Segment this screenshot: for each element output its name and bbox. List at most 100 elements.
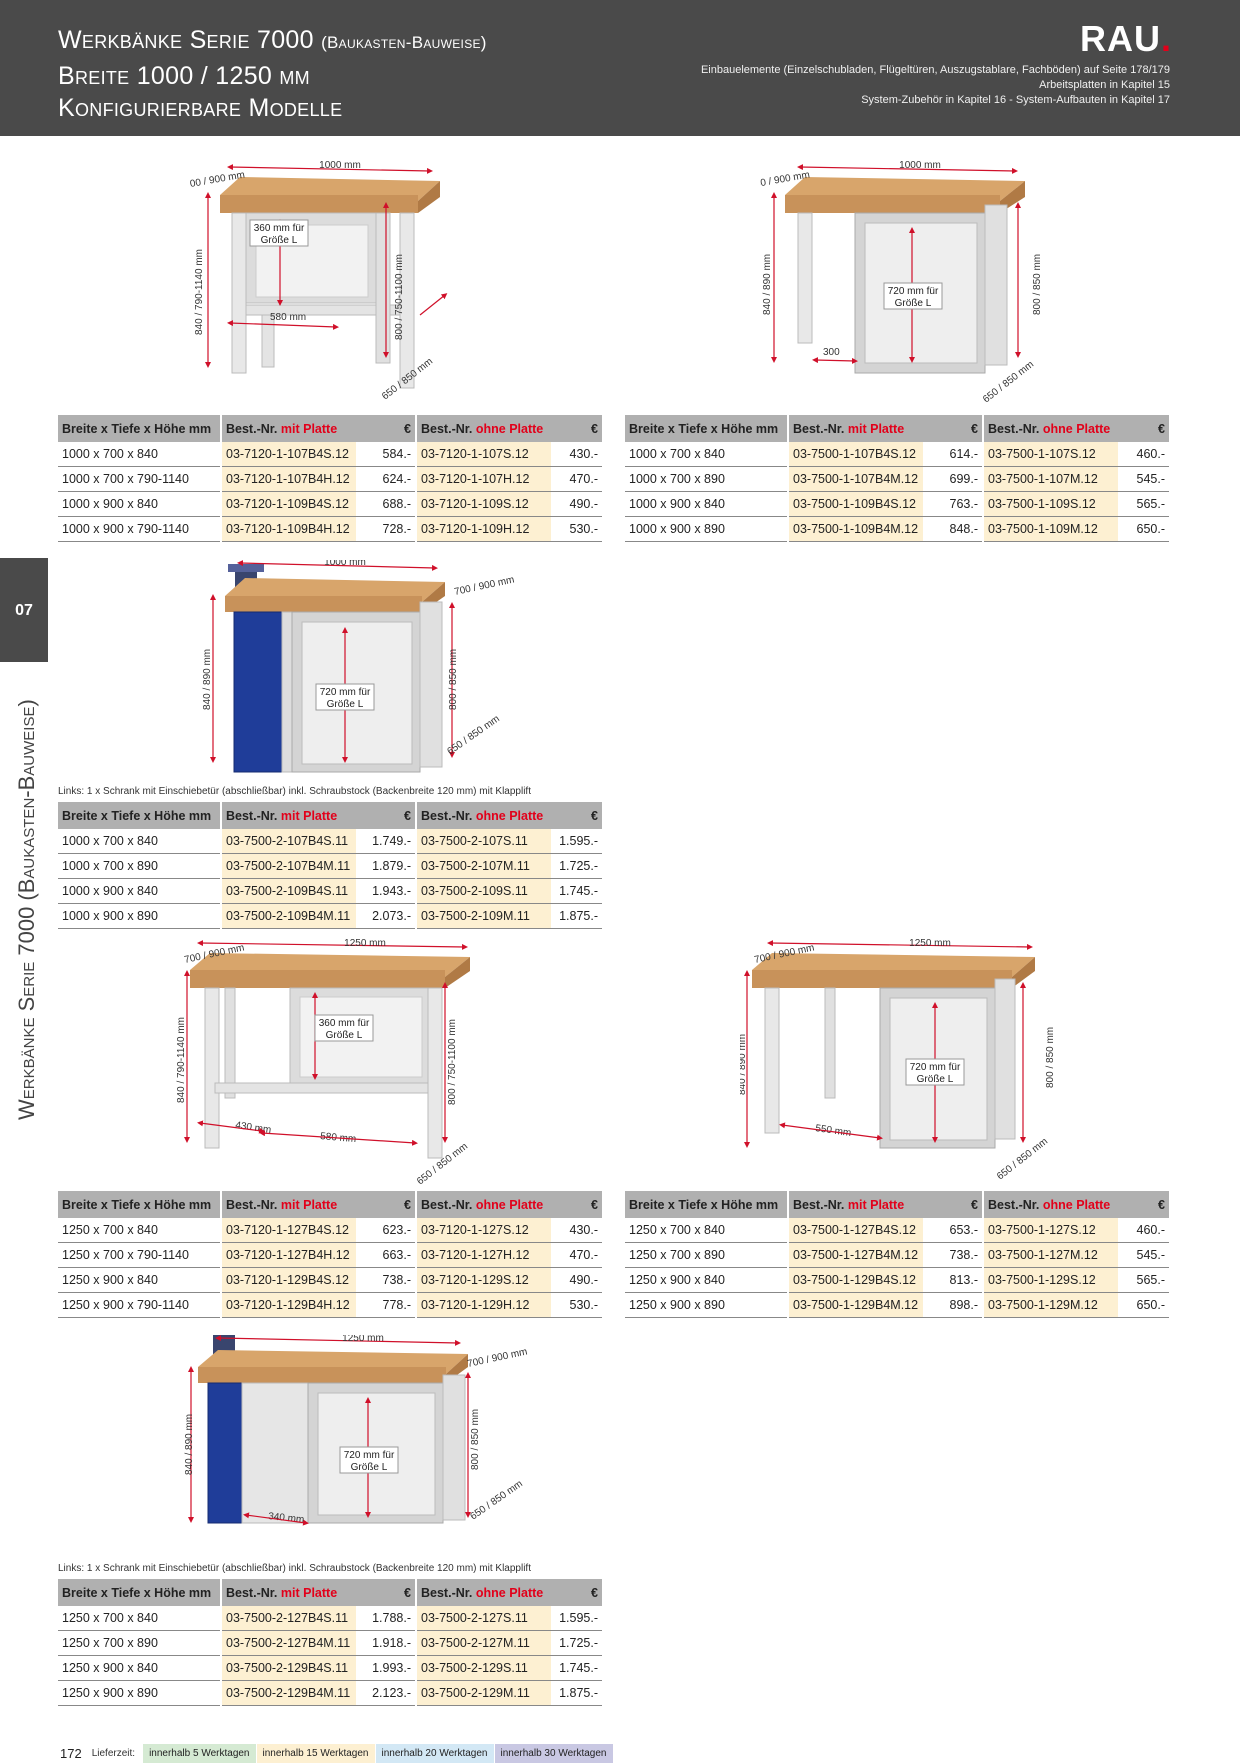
cell-price-ohne: 650.- bbox=[1118, 516, 1169, 542]
bench-1250-vise-image: 1250 mm 700 / 900 mm 840 / 890 mm 720 mm… bbox=[178, 1335, 548, 1535]
svg-text:800 / 850 mm: 800 / 850 mm bbox=[470, 1409, 481, 1470]
svg-text:300: 300 bbox=[823, 347, 840, 358]
cell-price-mit: 699.- bbox=[923, 466, 983, 492]
cell-price-mit: 848.- bbox=[923, 516, 983, 542]
svg-text:720 mm für: 720 mm für bbox=[910, 1062, 961, 1073]
cell-order-ohne: 03-7500-1-109S.12 bbox=[982, 491, 1118, 517]
chapter-tab: 07 bbox=[0, 558, 48, 662]
cell-price-ohne: 1.725.- bbox=[551, 1630, 602, 1656]
svg-text:840 / 890 mm: 840 / 890 mm bbox=[762, 254, 773, 315]
col-best-mit: Best.-Nr. mit Platte bbox=[220, 415, 356, 442]
cell-order-mit: 03-7500-1-127B4M.12 bbox=[787, 1242, 923, 1268]
cell-price-ohne: 430.- bbox=[551, 1218, 602, 1243]
cell-order-ohne: 03-7120-1-107H.12 bbox=[415, 466, 551, 492]
cell-order-mit: 03-7500-2-107B4S.11 bbox=[220, 829, 356, 854]
cell-order-mit: 03-7500-2-127B4S.11 bbox=[220, 1606, 356, 1631]
cell-price-ohne: 530.- bbox=[551, 516, 602, 542]
price-table-bench-1000-shelf: Breite x Tiefe x Höhe mm Best.-Nr. mit P… bbox=[58, 415, 602, 542]
cell-price-ohne: 1.595.- bbox=[551, 1606, 602, 1631]
svg-text:840 / 890 mm: 840 / 890 mm bbox=[184, 1414, 195, 1475]
cell-price-mit: 738.- bbox=[923, 1242, 983, 1268]
header-info-2: Arbeitsplatten in Kapitel 15 bbox=[1039, 79, 1170, 91]
cell-order-mit: 03-7500-1-127B4S.12 bbox=[787, 1218, 923, 1243]
cell-price-mit: 1.749.- bbox=[356, 829, 416, 854]
svg-text:720 mm für: 720 mm für bbox=[344, 1450, 395, 1461]
cell-price-ohne: 1.745.- bbox=[551, 878, 602, 904]
cell-price-mit: 623.- bbox=[356, 1218, 416, 1243]
cell-price-mit: 584.- bbox=[356, 442, 416, 467]
cell-price-mit: 1.943.- bbox=[356, 878, 416, 904]
page-footer: 172 Lieferzeit: innerhalb 5 Werktagen in… bbox=[60, 1742, 614, 1764]
cell-price-ohne: 430.- bbox=[551, 442, 602, 467]
svg-text:840 / 890 mm: 840 / 890 mm bbox=[740, 1034, 748, 1095]
price-table-bench-1250-vise: Breite x Tiefe x Höhe mm Best.-Nr. mit P… bbox=[58, 1579, 602, 1706]
cell-price-mit: 614.- bbox=[923, 442, 983, 467]
cell-price-mit: 763.- bbox=[923, 491, 983, 517]
svg-text:Größe L: Größe L bbox=[327, 699, 364, 710]
cell-size: 1250 x 700 x 840 bbox=[625, 1218, 788, 1243]
cell-price-mit: 653.- bbox=[923, 1218, 983, 1243]
cell-order-ohne: 03-7500-2-107M.11 bbox=[415, 853, 551, 879]
cell-price-ohne: 460.- bbox=[1118, 442, 1169, 467]
cell-price-ohne: 460.- bbox=[1118, 1218, 1169, 1243]
svg-text:720 mm für: 720 mm für bbox=[888, 286, 939, 297]
bench-1000-shelf-image: 1000 mm 700 / 900 mm 840 / 790-1140 mm 8… bbox=[190, 155, 460, 405]
cell-price-ohne: 530.- bbox=[551, 1292, 602, 1318]
cell-price-ohne: 490.- bbox=[551, 1267, 602, 1293]
col-best-ohne: Best.-Nr. ohne Platte bbox=[415, 415, 551, 442]
cell-order-ohne: 03-7500-2-127S.11 bbox=[415, 1606, 551, 1631]
svg-text:650 / 850 mm: 650 / 850 mm bbox=[445, 713, 501, 757]
bench-1250-shelf-image: 1250 mm 700 / 900 mm 840 / 790-1140 mm 3… bbox=[170, 935, 480, 1185]
delivery-5-days: innerhalb 5 Werktagen bbox=[143, 1743, 256, 1763]
cell-size: 1000 x 700 x 890 bbox=[625, 466, 788, 492]
cell-order-mit: 03-7500-2-107B4M.11 bbox=[220, 853, 356, 879]
svg-text:800 / 850 mm: 800 / 850 mm bbox=[1045, 1027, 1056, 1088]
svg-text:800 / 850 mm: 800 / 850 mm bbox=[1032, 254, 1043, 315]
cell-price-mit: 624.- bbox=[356, 466, 416, 492]
svg-text:360 mm für: 360 mm für bbox=[319, 1018, 370, 1029]
cell-size: 1250 x 700 x 840 bbox=[58, 1606, 221, 1631]
price-table-bench-1000-vise: Breite x Tiefe x Höhe mm Best.-Nr. mit P… bbox=[58, 802, 602, 929]
caption-vise-1000: Links: 1 x Schrank mit Einschiebetür (ab… bbox=[58, 786, 531, 797]
cell-price-ohne: 1.745.- bbox=[551, 1655, 602, 1681]
cell-order-mit: 03-7500-1-107B4M.12 bbox=[787, 466, 923, 492]
cell-price-mit: 688.- bbox=[356, 491, 416, 517]
cell-size: 1000 x 900 x 790-1140 bbox=[58, 516, 221, 542]
cell-size: 1000 x 700 x 840 bbox=[58, 829, 221, 854]
svg-text:650 / 850 mm: 650 / 850 mm bbox=[981, 359, 1036, 405]
cell-order-ohne: 03-7500-2-129S.11 bbox=[415, 1655, 551, 1681]
cell-order-mit: 03-7120-1-127B4S.12 bbox=[220, 1218, 356, 1243]
cell-size: 1000 x 900 x 890 bbox=[625, 516, 788, 542]
svg-text:Größe L: Größe L bbox=[351, 1462, 388, 1473]
cell-order-mit: 03-7120-1-127B4H.12 bbox=[220, 1242, 356, 1268]
cell-price-ohne: 1.725.- bbox=[551, 853, 602, 879]
cell-price-mit: 778.- bbox=[356, 1292, 416, 1318]
cell-price-mit: 728.- bbox=[356, 516, 416, 542]
page-header: Werkbänke Serie 7000 (Baukasten-Bauweise… bbox=[0, 0, 1240, 136]
cell-price-ohne: 1.875.- bbox=[551, 1680, 602, 1706]
cell-order-mit: 03-7120-1-107B4H.12 bbox=[220, 466, 356, 492]
svg-text:Größe L: Größe L bbox=[326, 1030, 363, 1041]
cell-price-ohne: 1.595.- bbox=[551, 829, 602, 854]
cell-order-mit: 03-7500-1-129B4S.12 bbox=[787, 1267, 923, 1293]
cell-size: 1250 x 700 x 840 bbox=[58, 1218, 221, 1243]
cell-size: 1000 x 700 x 840 bbox=[625, 442, 788, 467]
cell-price-mit: 2.123.- bbox=[356, 1680, 416, 1706]
cell-size: 1250 x 700 x 890 bbox=[625, 1242, 788, 1268]
delivery-30-days: innerhalb 30 Werktagen bbox=[494, 1743, 613, 1763]
caption-vise-1250: Links: 1 x Schrank mit Einschiebetür (ab… bbox=[58, 1563, 531, 1574]
cell-order-ohne: 03-7500-2-109S.11 bbox=[415, 878, 551, 904]
price-table-bench-1250-shelf: Breite x Tiefe x Höhe mm Best.-Nr. mit P… bbox=[58, 1191, 602, 1318]
bench-1000-cabinet-image: 1000 mm 700 / 900 mm 840 / 890 mm 720 mm… bbox=[760, 155, 1060, 405]
